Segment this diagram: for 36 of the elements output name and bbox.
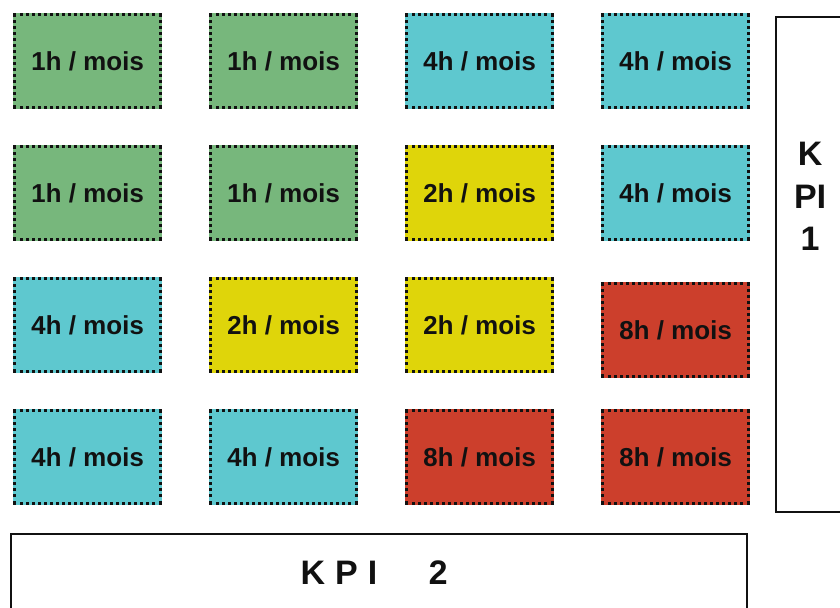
time-label: 2h / mois bbox=[423, 178, 536, 208]
time-label: 2h / mois bbox=[227, 310, 340, 340]
time-label: 8h / mois bbox=[619, 442, 732, 472]
time-label: 1h / mois bbox=[227, 46, 340, 76]
time-label: 4h / mois bbox=[619, 46, 732, 76]
time-box bbox=[405, 277, 554, 373]
time-label: 8h / mois bbox=[619, 314, 732, 346]
time-box bbox=[405, 145, 554, 241]
time-label: 2h / mois bbox=[423, 310, 536, 340]
time-label: 4h / mois bbox=[423, 46, 536, 76]
time-box bbox=[601, 409, 750, 505]
time-label: 4h / mois bbox=[227, 442, 340, 472]
time-label: 4h / mois bbox=[31, 442, 144, 472]
kpi-label: KPI 1 bbox=[793, 134, 827, 260]
kpi-panel bbox=[775, 16, 840, 513]
time-box bbox=[405, 13, 554, 109]
time-box bbox=[13, 145, 162, 241]
time-label: 1h / mois bbox=[31, 46, 144, 76]
time-box bbox=[13, 13, 162, 109]
time-box bbox=[405, 409, 554, 505]
time-box bbox=[601, 13, 750, 109]
time-label: 4h / mois bbox=[619, 178, 732, 208]
time-label: 1h / mois bbox=[31, 178, 144, 208]
time-box bbox=[209, 145, 358, 241]
time-box bbox=[209, 277, 358, 373]
time-box bbox=[209, 409, 358, 505]
time-label: 4h / mois bbox=[31, 310, 144, 340]
time-label: 8h / mois bbox=[423, 442, 536, 472]
time-box bbox=[13, 409, 162, 505]
time-box bbox=[601, 145, 750, 241]
kpi-label: KPI 2 bbox=[300, 554, 458, 592]
time-box bbox=[601, 282, 750, 378]
kpi-panel bbox=[10, 533, 748, 608]
time-box bbox=[209, 13, 358, 109]
time-label: 1h / mois bbox=[227, 178, 340, 208]
time-box bbox=[13, 277, 162, 373]
